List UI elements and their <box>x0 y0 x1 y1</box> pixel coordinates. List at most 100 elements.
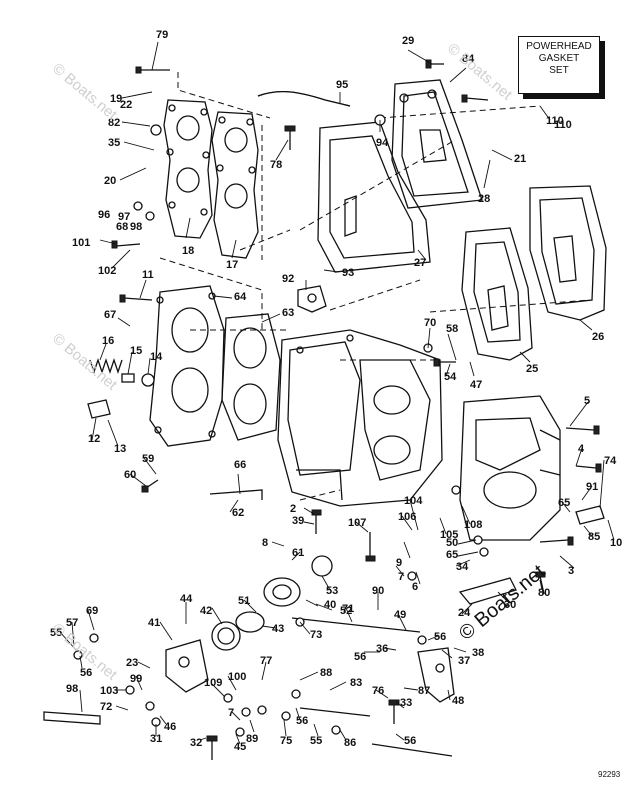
callout-6: 6 <box>412 581 418 593</box>
callout-20: 20 <box>104 175 116 187</box>
callout-42: 42 <box>200 605 212 617</box>
gasket-set-box: POWERHEAD GASKET SET <box>518 36 600 94</box>
throttle-arm <box>417 647 455 703</box>
callout-96: 96 <box>98 209 110 221</box>
collar <box>235 611 265 633</box>
callout-63: 63 <box>282 307 294 319</box>
callout-58: 58 <box>446 323 458 335</box>
callout-28: 28 <box>478 193 490 205</box>
callout-109: 109 <box>204 677 222 689</box>
head-gasket <box>221 313 281 441</box>
callout-106: 106 <box>398 511 416 523</box>
callout-30: 30 <box>504 599 516 611</box>
bracket-74 <box>575 505 605 525</box>
callout-80: 80 <box>538 587 550 599</box>
small-hardware <box>73 114 489 737</box>
callout-77: 77 <box>260 655 272 667</box>
crankcase-gasket <box>461 227 533 361</box>
callout-13: 13 <box>114 443 126 455</box>
callout-49: 49 <box>394 609 406 621</box>
callout-26: 26 <box>592 331 604 343</box>
callout-15: 15 <box>130 345 142 357</box>
callout-108: 108 <box>464 519 482 531</box>
shaft <box>371 743 453 757</box>
callout-102: 102 <box>98 265 116 277</box>
callout-18: 18 <box>182 245 194 257</box>
callout-52: 52 <box>340 605 352 617</box>
exhaust-cover-inner <box>163 99 213 239</box>
callout-56: 56 <box>354 651 366 663</box>
callout-59: 59 <box>142 453 154 465</box>
callout-61: 61 <box>292 547 304 559</box>
gasket-box-line3: SET <box>549 65 569 76</box>
linkage-arm <box>458 577 517 605</box>
callout-24: 24 <box>458 607 471 619</box>
cylinder-head <box>149 285 225 447</box>
callout-91: 91 <box>586 481 598 493</box>
bracket <box>43 711 101 725</box>
callout-25: 25 <box>526 363 538 375</box>
callout-56: 56 <box>434 631 446 643</box>
callout-55: 55 <box>50 627 62 639</box>
callout-84: 84 <box>462 53 475 65</box>
callout-69: 69 <box>86 605 98 617</box>
callout-57: 57 <box>66 617 78 629</box>
callout-10: 10 <box>610 537 622 549</box>
callout-56: 56 <box>80 667 92 679</box>
callout-38: 38 <box>472 647 484 659</box>
link-rod-2 <box>299 707 371 717</box>
callout-53: 53 <box>326 585 338 597</box>
callout-7: 7 <box>398 571 404 583</box>
callout-23: 23 <box>126 657 138 669</box>
seal-ring <box>211 621 241 651</box>
callout-95: 95 <box>336 79 348 91</box>
callout-79: 79 <box>156 29 168 41</box>
callout-72: 72 <box>100 701 112 713</box>
callout-17: 17 <box>226 259 238 271</box>
callout-36: 36 <box>376 643 388 655</box>
thermostat-housing <box>297 285 327 313</box>
callout-107: 107 <box>348 517 366 529</box>
callout-19: 19 <box>110 93 122 105</box>
callout-104: 104 <box>404 495 423 507</box>
callout-86: 86 <box>344 737 356 749</box>
cover-gasket <box>317 121 431 273</box>
bypass-cover <box>391 79 483 209</box>
relief-cover <box>87 399 111 419</box>
callout-39: 39 <box>292 515 304 527</box>
callout-44: 44 <box>180 593 193 605</box>
callout-22: 22 <box>120 99 132 111</box>
callout-51: 51 <box>238 595 250 607</box>
callout-68: 68 <box>116 221 128 233</box>
callout-71: 71 <box>342 603 354 615</box>
seal <box>141 373 155 387</box>
callout-93: 93 <box>342 267 354 279</box>
callout-27: 27 <box>414 257 426 269</box>
washer <box>311 555 333 577</box>
figure-number: 92293 <box>598 770 621 779</box>
callout-48: 48 <box>452 695 464 707</box>
callout-92: 92 <box>282 273 294 285</box>
callout-65: 65 <box>446 549 458 561</box>
crankcase-cover <box>529 185 607 321</box>
callout-35: 35 <box>108 137 120 149</box>
callout-99: 99 <box>130 673 142 685</box>
callout-40: 40 <box>324 599 336 611</box>
crankcase <box>459 395 561 541</box>
callout-11: 11 <box>142 269 154 281</box>
callout-83: 83 <box>350 677 362 689</box>
callout-56: 56 <box>404 735 416 747</box>
assembly-lines <box>159 72 591 501</box>
valve <box>121 373 135 383</box>
callout-70: 70 <box>424 317 436 329</box>
throttle-cam <box>165 639 209 693</box>
callout-14: 14 <box>150 351 163 363</box>
callout-97: 97 <box>118 211 130 223</box>
callout-101: 101 <box>72 237 90 249</box>
callout-45: 45 <box>234 741 246 753</box>
link-rod <box>291 617 421 633</box>
callout-8: 8 <box>262 537 268 549</box>
callout-110: 110 <box>546 115 564 127</box>
callout-100: 100 <box>228 671 246 683</box>
